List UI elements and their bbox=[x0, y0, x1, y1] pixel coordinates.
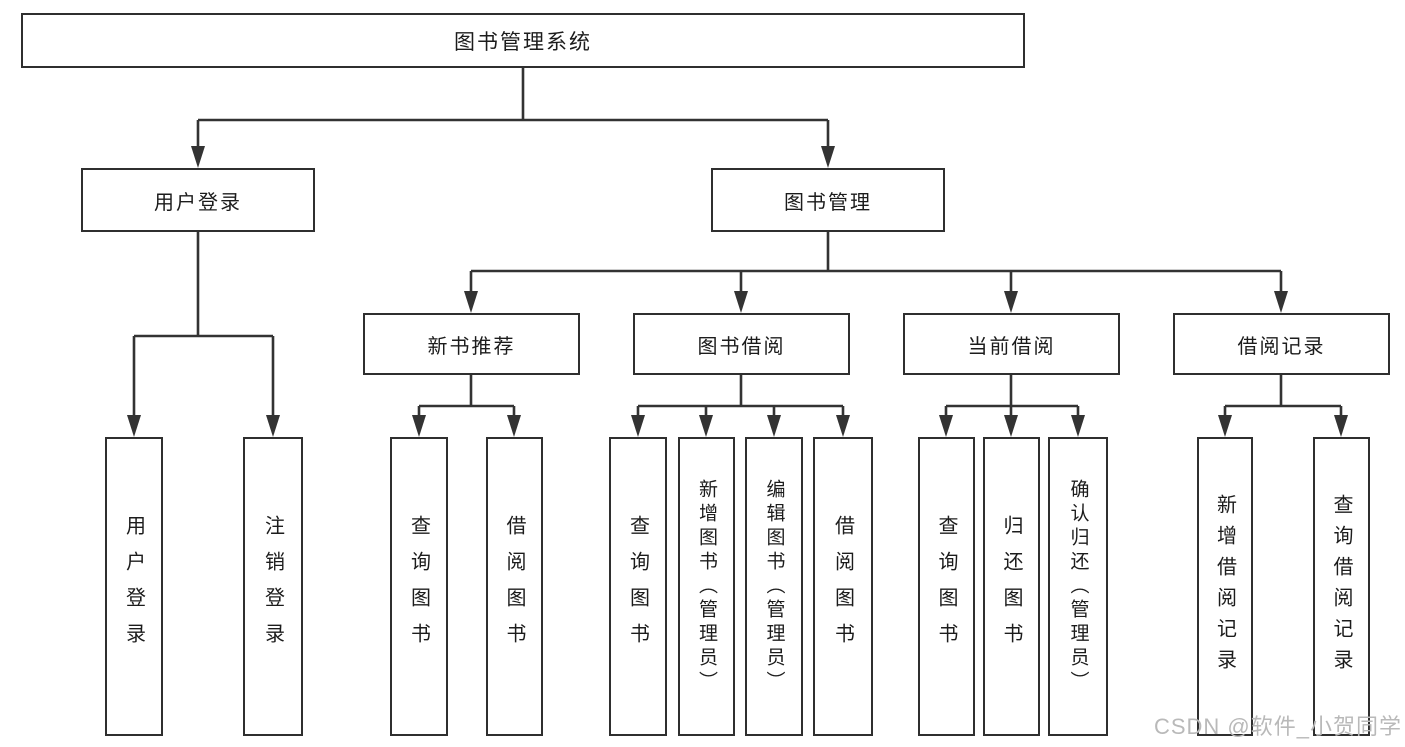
node-user-login: 用户登录 bbox=[81, 168, 315, 232]
node-book-borrowing: 图书借阅 bbox=[633, 313, 850, 375]
leaf-add-borrow-record: 新增借阅记录 bbox=[1197, 437, 1253, 736]
leaf-borrow-books-recommend: 借阅图书 bbox=[486, 437, 543, 736]
node-new-book-recommend: 新书推荐 bbox=[363, 313, 580, 375]
node-current-borrowing: 当前借阅 bbox=[903, 313, 1120, 375]
leaf-logout: 注销登录 bbox=[243, 437, 303, 736]
leaf-query-borrow-record: 查询借阅记录 bbox=[1313, 437, 1370, 736]
leaf-confirm-return-admin: 确认归还（管理员） bbox=[1048, 437, 1108, 736]
leaf-user-login: 用户登录 bbox=[105, 437, 163, 736]
leaf-query-books-current: 查询图书 bbox=[918, 437, 975, 736]
node-library-management-system: 图书管理系统 bbox=[21, 13, 1025, 68]
leaf-add-books-admin: 新增图书（管理员） bbox=[678, 437, 735, 736]
node-borrowing-records: 借阅记录 bbox=[1173, 313, 1390, 375]
csdn-watermark: CSDN @软件_小贺同学 bbox=[1153, 714, 1402, 739]
leaf-query-books-recommend: 查询图书 bbox=[390, 437, 448, 736]
node-book-management: 图书管理 bbox=[711, 168, 945, 232]
leaf-query-books-borrowing: 查询图书 bbox=[609, 437, 667, 736]
leaf-return-books: 归还图书 bbox=[983, 437, 1040, 736]
leaf-borrow-books-borrowing: 借阅图书 bbox=[813, 437, 873, 736]
leaf-edit-books-admin: 编辑图书（管理员） bbox=[745, 437, 803, 736]
